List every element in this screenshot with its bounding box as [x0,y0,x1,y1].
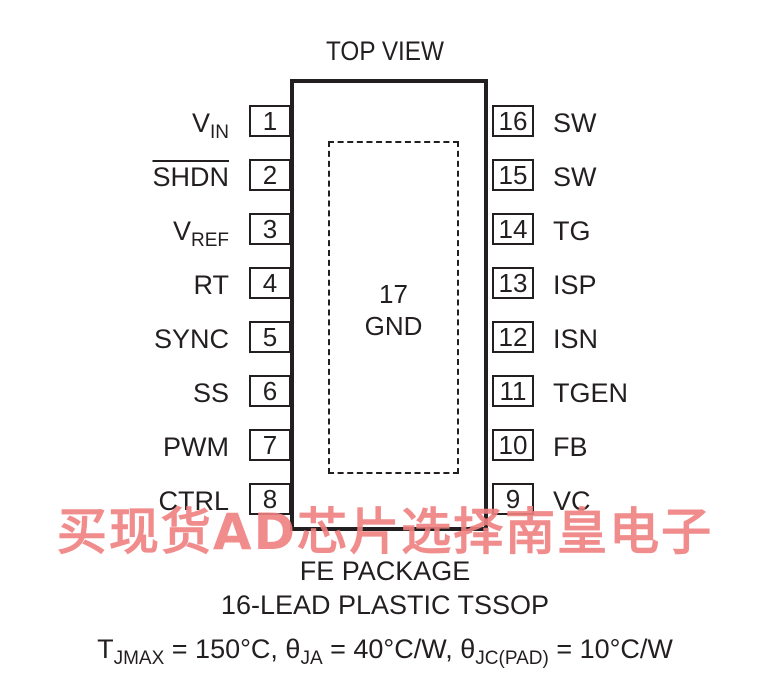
pin-number-box: 13 [492,267,534,299]
pin-label-main: V [172,216,191,246]
package-body [290,79,488,531]
pin-number-box: 1 [249,105,291,137]
pin-label-main: V [191,108,210,138]
theta-jc-value: = 10°C/W [548,634,673,664]
diagram-title: TOP VIEW [326,36,444,66]
tjmax-subscript: JMAX [113,648,165,669]
pin-label-main: RT [193,270,229,300]
pin-number-box: 3 [249,213,291,245]
pin-number-box: 10 [492,429,534,461]
theta-ja-value: = 40°C/W, [322,634,461,664]
pin-label: VIN [191,107,229,142]
tjmax-symbol: T [97,634,114,664]
pin-label-main: PWM [163,432,229,462]
pin-label: SHDN [152,161,229,193]
pin-number-box: 15 [492,159,534,191]
tjmax-value: = 150°C, [164,634,286,664]
pin-label: VC [553,486,591,516]
pin-label-subscript: IN [210,122,229,143]
exposed-pad [328,141,459,474]
theta-ja-subscript: JA [300,648,323,669]
pin-number-box: 4 [249,267,291,299]
thermal-spec: TJMAX = 150°C, θJA = 40°C/W, θJC(PAD) = … [0,634,770,668]
pin-label-main: SS [192,378,229,408]
theta-ja-symbol: θ [285,634,301,664]
pin-number-box: 12 [492,321,534,353]
package-name: FE PACKAGE [299,556,471,586]
pin-label: SYNC [154,323,229,355]
pin-number-box: 7 [249,429,291,461]
pin-number-box: 5 [249,321,291,353]
pin-label: SW [553,108,597,138]
pin-label: SW [553,162,597,192]
pin-label: ISN [553,324,599,354]
exposed-pad-number: 17 [379,279,408,309]
pin-number-box: 2 [249,159,291,191]
pin-number-box: 8 [249,483,291,515]
pin-label: SS [193,377,229,409]
pin-label: FB [553,432,588,462]
pin-number-box: 9 [492,483,534,515]
watermark-text: 买现货AD芯片选择南皇电子 [56,503,714,561]
pin-label: TGEN [553,378,629,408]
pin-number-box: 14 [492,213,534,245]
pin-label-main: SHDN [152,162,229,192]
pin-label: ISP [553,270,597,300]
pin-label: PWM [163,431,229,463]
pin-number-box: 11 [492,375,534,407]
theta-jc-subscript: JC(PAD) [475,648,549,669]
pin-label-main: SYNC [153,324,229,354]
pin-label-subscript: REF [191,230,229,251]
pin-label: TG [553,216,591,246]
pin-label-main: CTRL [158,486,229,516]
exposed-pad-name: GND [364,311,423,341]
pin-label: VREF [172,215,229,250]
package-description: 16-LEAD PLASTIC TSSOP [220,590,550,620]
pin-label: CTRL [158,485,229,517]
pin-number-box: 16 [492,105,534,137]
pin-number-box: 6 [249,375,291,407]
pin-label: RT [193,269,229,301]
theta-jc-symbol: θ [460,634,476,664]
